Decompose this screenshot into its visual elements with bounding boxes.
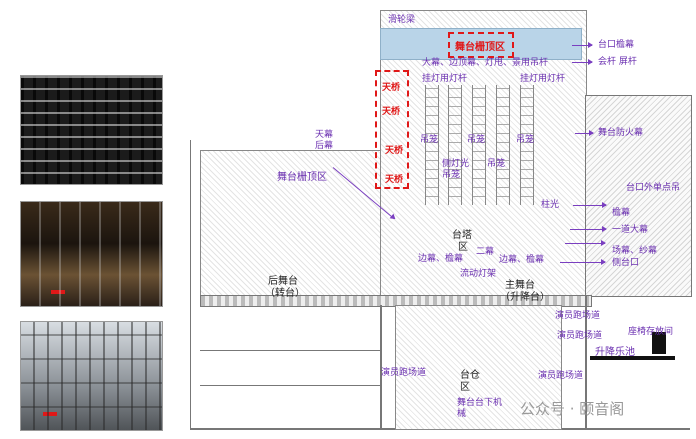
understage-volume: [395, 305, 562, 430]
label-crossover: 演员跑场道: [555, 311, 601, 321]
photo-grid-ceiling: [20, 75, 163, 185]
label-light-cage: 吊笼: [467, 135, 486, 145]
label-light-batten: 挂灯用灯杆: [422, 74, 468, 84]
label-side-light-cage: 吊笼: [442, 170, 461, 180]
label-point-hoist: 台口外单点吊: [626, 183, 681, 193]
label-fire-curtain: 舞台防火幕: [598, 128, 644, 138]
label-turntable: （转台）: [265, 288, 305, 299]
label-light-cage: 吊笼: [516, 135, 535, 145]
label-column-light: 柱光: [541, 200, 560, 210]
label-pipe-battens: 会杆 屏杆: [598, 57, 637, 67]
label-catwalk: 天桥: [385, 175, 404, 185]
label-legs-borders: 边幕、檐幕: [418, 254, 464, 264]
label-seat-storage: 座椅存放间: [628, 327, 674, 337]
label-second-curtain: 二幕: [476, 247, 495, 257]
red-arrow-icon: [43, 412, 57, 416]
red-arrow-icon: [51, 290, 65, 294]
photo-stage-machinery: [20, 201, 163, 307]
rear-stage-volume: [200, 150, 402, 297]
label-legs-borders: 边幕、檐幕: [499, 255, 545, 265]
label-understage: 台仓: [460, 370, 480, 381]
orchestra-pit-floor: [590, 356, 675, 360]
label-scene-gauze: 场幕、纱幕: [612, 246, 658, 256]
label-catwalk: 天桥: [385, 146, 404, 156]
label-crossover: 演员跑场道: [538, 371, 584, 381]
label-back-curtain: 后幕: [315, 141, 334, 151]
grid-zone-highlight: [448, 32, 514, 58]
label-battens: 大幕、边顶幕、灯甩、景用吊杆: [422, 58, 549, 68]
label-side-light: 侧灯光: [442, 159, 470, 169]
label-catwalk: 天桥: [382, 107, 401, 117]
label-light-cage: 吊笼: [487, 159, 506, 169]
photo-under-stage: [20, 321, 163, 431]
label-crossover: 演员跑场道: [381, 368, 427, 378]
label-understage-machinery: 舞台台下机: [457, 398, 503, 408]
label-light-cage: 吊笼: [420, 135, 439, 145]
label-catwalk: 天桥: [382, 83, 401, 93]
label-light-batten: 挂灯用灯杆: [520, 74, 566, 84]
label-rear-stage: 后舞台: [268, 276, 298, 287]
label-orchestra-lift: 升降乐池: [595, 347, 635, 358]
label-fly-tower: 台塔: [452, 230, 472, 241]
catwalk-highlight: [375, 70, 409, 189]
label-understage-machinery-2: 械: [457, 409, 467, 419]
label-fly-tower-zone: 区: [458, 242, 468, 253]
label-pulley-beam: 滑轮梁: [388, 15, 416, 25]
label-valance: 檐幕: [612, 208, 631, 218]
label-crossover: 演员跑场道: [557, 331, 603, 341]
label-understage-zone: 区: [460, 382, 470, 393]
label-main-curtain: 一道大幕: [612, 225, 649, 235]
label-main-stage: 主舞台: [505, 280, 535, 291]
label-cyc: 天幕: [315, 130, 334, 140]
watermark: 公众号 · 颐音阁: [520, 400, 625, 418]
label-grid-zone: 舞台栅顶区: [455, 42, 505, 53]
label-side-portal: 侧台口: [612, 258, 640, 268]
label-lift-stage: （升降台）: [500, 292, 550, 303]
label-grid-zone-rear: 舞台栅顶区: [277, 172, 327, 183]
label-proscenium-border: 台口檐幕: [598, 40, 635, 50]
label-mobile-light-tower: 流动灯架: [460, 269, 497, 279]
